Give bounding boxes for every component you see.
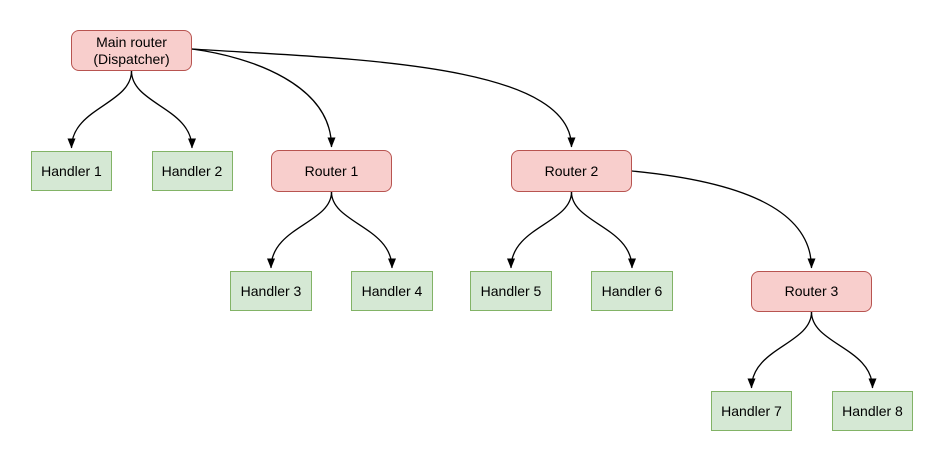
node-label-handler-7: Handler 7 xyxy=(721,402,782,419)
node-handler-2: Handler 2 xyxy=(151,151,233,191)
edge-router-3-to-handler-7 xyxy=(747,311,813,389)
edge-router-1-to-handler-4 xyxy=(330,191,396,269)
edge-router-2-to-handler-5 xyxy=(507,191,573,269)
edge-main-router-to-router-1 xyxy=(191,48,336,148)
node-handler-1: Handler 1 xyxy=(31,151,112,191)
node-router-1: Router 1 xyxy=(271,150,392,192)
node-label-router-3: Router 3 xyxy=(784,283,839,299)
node-label-main-router: Main router (Dispatcher) xyxy=(93,33,170,67)
node-label-handler-5: Handler 5 xyxy=(480,282,542,299)
node-main-router: Main router (Dispatcher) xyxy=(71,30,192,71)
node-label-handler-2: Handler 2 xyxy=(161,162,223,179)
node-label-handler-4: Handler 4 xyxy=(361,282,423,299)
node-label-handler-1: Handler 1 xyxy=(41,162,102,179)
edge-router-2-to-handler-6 xyxy=(570,191,636,269)
node-handler-5: Handler 5 xyxy=(470,271,552,311)
edge-router-2-to-router-3 xyxy=(631,170,816,269)
node-label-router-1: Router 1 xyxy=(304,162,359,179)
node-handler-7: Handler 7 xyxy=(711,391,792,431)
node-label-router-2: Router 2 xyxy=(544,162,599,179)
node-handler-3: Handler 3 xyxy=(230,271,312,311)
edge-main-router-to-router-2 xyxy=(191,48,576,148)
node-router-3: Router 3 xyxy=(751,271,872,312)
edge-main-router-to-handler-2 xyxy=(130,70,196,149)
node-handler-8: Handler 8 xyxy=(832,391,913,431)
node-handler-6: Handler 6 xyxy=(591,271,673,311)
edge-router-1-to-handler-3 xyxy=(267,191,333,269)
node-label-handler-3: Handler 3 xyxy=(240,282,302,299)
node-label-handler-8: Handler 8 xyxy=(842,402,903,419)
edge-main-router-to-handler-1 xyxy=(67,70,133,149)
edge-router-3-to-handler-8 xyxy=(810,311,877,389)
node-handler-4: Handler 4 xyxy=(351,271,433,311)
node-router-2: Router 2 xyxy=(511,150,632,192)
node-label-handler-6: Handler 6 xyxy=(601,282,663,299)
